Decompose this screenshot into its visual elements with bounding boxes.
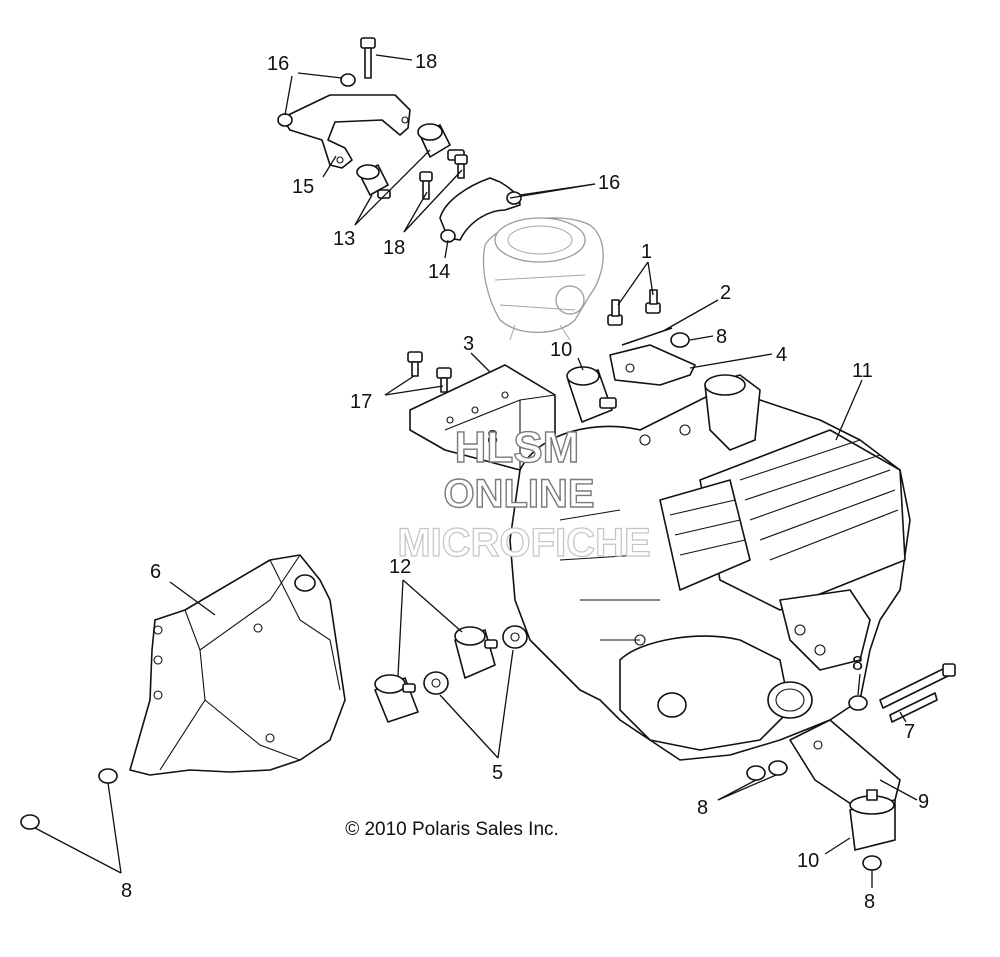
bolts-17 bbox=[407, 351, 452, 393]
callout-2: 2 bbox=[720, 282, 731, 304]
callout-8-upper: 8 bbox=[716, 326, 727, 348]
bolt-18-top bbox=[360, 37, 376, 79]
callout-18-mid: 18 bbox=[383, 237, 405, 259]
nuts-16-left bbox=[277, 73, 356, 127]
callout-8-bracket3: 8 bbox=[487, 427, 498, 449]
callout-8-bracket9: 8 bbox=[697, 797, 708, 819]
callout-8-bottom-left: 8 bbox=[121, 880, 132, 902]
nut-8-right bbox=[848, 695, 868, 711]
callout-18-top: 18 bbox=[415, 51, 437, 73]
isolator-10-upper bbox=[566, 366, 617, 423]
watermark-line3: MICROFICHE bbox=[397, 521, 650, 565]
nut-8-upper bbox=[670, 332, 690, 348]
callout-7: 7 bbox=[904, 721, 915, 743]
isolators-13 bbox=[356, 123, 465, 199]
callout-4: 4 bbox=[776, 344, 787, 366]
washer-8-bracket6 bbox=[98, 768, 118, 784]
bracket-14-plate bbox=[439, 177, 522, 243]
callout-5: 5 bbox=[492, 762, 503, 784]
callout-13: 13 bbox=[333, 228, 355, 250]
callout-9: 9 bbox=[918, 791, 929, 813]
copyright-text: © 2010 Polaris Sales Inc. bbox=[345, 819, 559, 840]
isolators-12 bbox=[374, 626, 498, 723]
watermark-line2: ONLINE bbox=[443, 472, 594, 516]
bolts-1 bbox=[607, 289, 661, 326]
bolts-7 bbox=[879, 663, 956, 723]
callout-11: 11 bbox=[852, 360, 873, 382]
upper-bracket-15 bbox=[281, 94, 411, 169]
callout-3: 3 bbox=[463, 333, 474, 355]
callout-14: 14 bbox=[428, 261, 450, 283]
callout-15: 15 bbox=[292, 176, 314, 198]
callout-1: 1 bbox=[641, 241, 652, 263]
engine-assembly-11 bbox=[509, 374, 911, 761]
callout-labels: 16 18 15 13 18 14 16 1 2 8 4 3 10 17 11 … bbox=[121, 51, 929, 913]
callout-17: 17 bbox=[350, 391, 372, 413]
callout-16-right: 16 bbox=[598, 172, 620, 194]
bracket-6 bbox=[129, 554, 346, 776]
callout-8-bottom-right: 8 bbox=[864, 891, 875, 913]
callout-10-upper: 10 bbox=[550, 339, 572, 361]
callout-10-lower: 10 bbox=[797, 850, 819, 872]
watermark-line1: HLSM bbox=[455, 423, 580, 472]
callout-12: 12 bbox=[389, 556, 411, 578]
callout-6: 6 bbox=[150, 561, 161, 583]
nuts-8-bracket9 bbox=[746, 760, 788, 781]
callout-16-left: 16 bbox=[267, 53, 289, 75]
callout-8-right: 8 bbox=[852, 653, 863, 675]
nut-8-farleft bbox=[20, 814, 40, 830]
throttle-body-ghost bbox=[482, 217, 604, 341]
watermark: HLSM ONLINE MICROFICHE bbox=[397, 422, 652, 565]
isolator-10-lower bbox=[849, 789, 896, 871]
bracket-4 bbox=[609, 344, 696, 386]
leader-lines bbox=[34, 54, 918, 888]
washers-5 bbox=[423, 625, 528, 695]
